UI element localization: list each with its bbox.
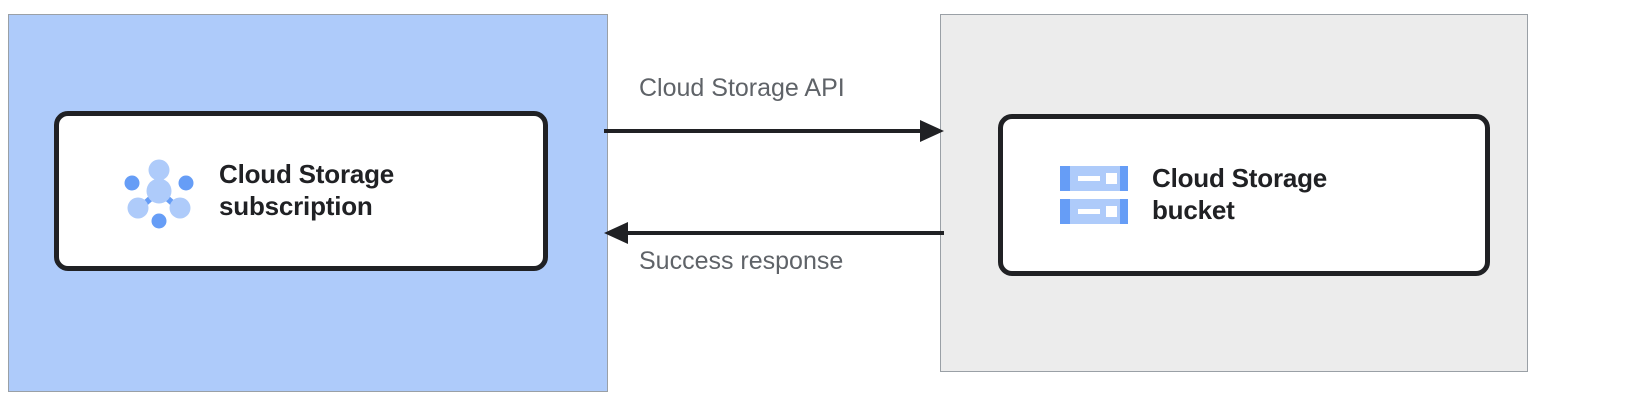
request-arrow-label: Cloud Storage API: [639, 74, 845, 102]
cloud-storage-bucket-card[interactable]: Cloud Storage bucket: [998, 114, 1490, 276]
pubsub-subscription-icon: [121, 153, 197, 229]
cloud-storage-subscription-card[interactable]: Cloud Storage subscription: [54, 111, 548, 271]
cloud-storage-subscription-label: Cloud Storage subscription: [219, 159, 395, 221]
cloud-storage-bucket-label: Cloud Storage bucket: [1152, 163, 1328, 225]
cloud-storage-bucket-icon: [1058, 164, 1130, 226]
response-arrow-label: Success response: [639, 247, 844, 275]
request-arrow: [604, 120, 944, 142]
